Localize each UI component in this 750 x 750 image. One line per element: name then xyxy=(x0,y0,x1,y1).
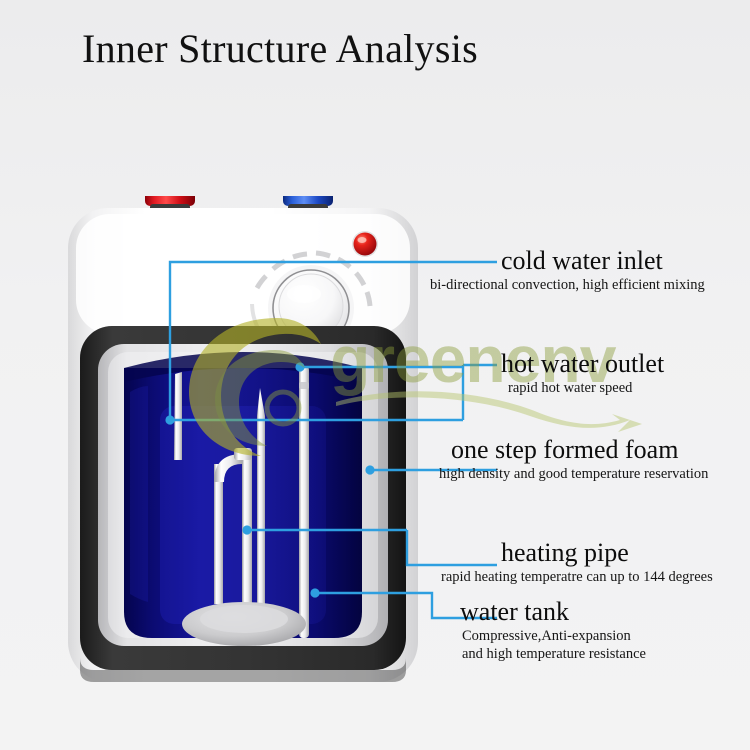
callout-subtitle: bi-directional convection, high efficien… xyxy=(430,277,705,293)
callout-subtitle: rapid heating temperatre can up to 144 d… xyxy=(441,569,713,585)
heating-element-u-bend xyxy=(214,448,252,620)
callout-heating-pipe: heating pipe rapid heating temperatre ca… xyxy=(441,538,713,586)
base-plate xyxy=(182,602,306,646)
callout-subtitle: high density and good temperature reserv… xyxy=(439,466,709,482)
callout-title: one step formed foam xyxy=(451,435,679,464)
callout-subtitle: rapid hot water speed xyxy=(508,380,633,396)
callout-title: water tank xyxy=(460,597,570,626)
callout-water-tank: water tank Compressive,Anti-expansion an… xyxy=(460,597,646,663)
callout-title: cold water inlet xyxy=(501,246,663,275)
callout-hot-water-outlet: hot water outlet rapid hot water speed xyxy=(501,349,664,397)
electric-water-heater-cutaway xyxy=(68,196,418,682)
temperature-probe xyxy=(257,388,265,626)
callout-title: hot water outlet xyxy=(501,349,665,378)
callout-cold-water-inlet: cold water inlet bi-directional convecti… xyxy=(430,246,705,294)
callout-one-step-formed-foam: one step formed foam high density and go… xyxy=(439,435,708,483)
callout-subtitle-line1: Compressive,Anti-expansion xyxy=(462,628,631,644)
callout-subtitle-line2: and high temperature resistance xyxy=(462,646,646,662)
page-title: Inner Structure Analysis xyxy=(81,26,478,71)
cold-inlet-dip-tube xyxy=(174,372,182,460)
hot-outlet-tube xyxy=(299,366,309,638)
power-indicator-light xyxy=(352,231,378,257)
callout-title: heating pipe xyxy=(501,538,629,567)
